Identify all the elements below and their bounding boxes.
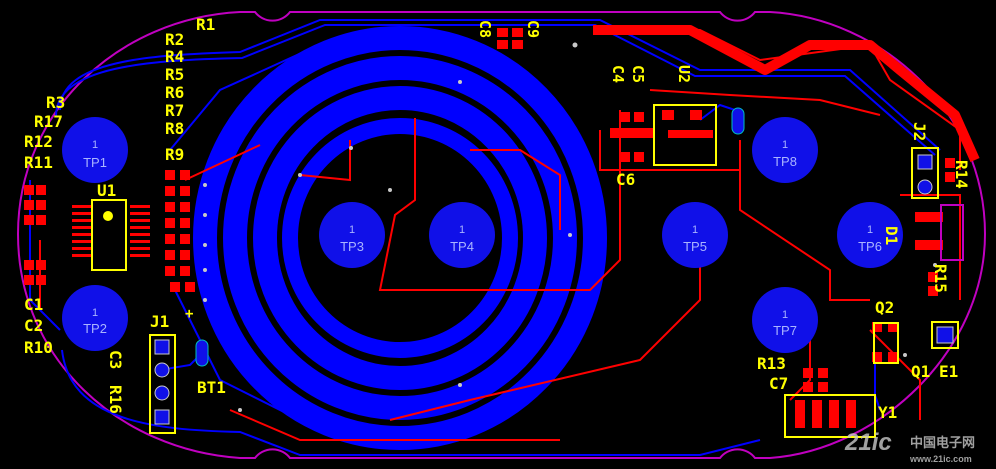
- label-r14: R14: [952, 160, 971, 189]
- label-r10: R10: [24, 338, 53, 357]
- label-r11: R11: [24, 153, 53, 172]
- label-c9: C9: [524, 20, 542, 38]
- label-r2: R2: [165, 30, 184, 49]
- label-r3: R3: [46, 93, 65, 112]
- test-point-tp7[interactable]: 1 TP7: [752, 287, 818, 353]
- svg-text:1: 1: [692, 224, 698, 236]
- svg-text:1: 1: [782, 309, 788, 321]
- coil-gaps: [219, 52, 581, 424]
- label-r7: R7: [165, 101, 184, 120]
- test-point-tp1[interactable]: 1 TP1: [62, 117, 128, 183]
- test-points: 1 TP1 1 TP2 1 TP3 1 TP4 1 TP5 1 TP6: [62, 117, 903, 353]
- svg-text:TP6: TP6: [858, 239, 882, 254]
- test-point-tp6[interactable]: 1 TP6: [837, 202, 903, 268]
- battery-and-caps: [195, 107, 745, 367]
- label-r13: R13: [757, 354, 786, 373]
- board-outline: [16, 11, 987, 459]
- label-q1: Q1: [911, 362, 930, 381]
- silkscreen-outlines: [91, 104, 959, 438]
- label-e1: E1: [939, 362, 958, 381]
- svg-text:1: 1: [349, 224, 355, 236]
- coil-center: [300, 138, 500, 338]
- power-trace: [593, 25, 980, 163]
- test-point-tp8[interactable]: 1 TP8: [752, 117, 818, 183]
- label-j2: J2: [910, 122, 929, 141]
- watermark-text: 中国电子网: [910, 435, 975, 450]
- label-c6: C6: [616, 170, 635, 189]
- svg-text:1: 1: [782, 139, 788, 151]
- label-c4: C4: [609, 65, 627, 83]
- vias: [203, 42, 937, 412]
- svg-text:1: 1: [92, 139, 98, 151]
- label-r15: R15: [931, 264, 950, 293]
- svg-text:TP1: TP1: [83, 155, 107, 170]
- smd-pads: [24, 28, 955, 428]
- test-point-tp3[interactable]: 1 TP3: [319, 202, 385, 268]
- svg-text:1: 1: [459, 224, 465, 236]
- label-c8: C8: [476, 20, 494, 38]
- d1-body-outline: [940, 204, 964, 261]
- label-plus: +: [185, 306, 193, 322]
- label-r12: R12: [24, 132, 53, 151]
- label-j1: J1: [150, 312, 169, 331]
- svg-text:TP2: TP2: [83, 321, 107, 336]
- watermark-url: www.21ic.com: [909, 454, 972, 464]
- label-r1: R1: [196, 15, 215, 34]
- label-q2: Q2: [875, 298, 894, 317]
- designator-labels: R1 R2 R4 R5 R6 R7 R8 R9 R3 R17 R12 R11 U…: [24, 15, 971, 422]
- watermark-logo: 21ic: [844, 429, 892, 456]
- label-bt1: BT1: [197, 378, 226, 397]
- through-hole-pads: [103, 154, 954, 425]
- test-point-tp5[interactable]: 1 TP5: [662, 202, 728, 268]
- label-r6: R6: [165, 83, 184, 102]
- label-r9: R9: [165, 145, 184, 164]
- label-c2: C2: [24, 316, 43, 335]
- antenna-coil: [193, 26, 607, 450]
- label-c5: C5: [629, 65, 647, 83]
- label-r8: R8: [165, 119, 184, 138]
- label-u2: U2: [675, 65, 693, 83]
- svg-text:TP8: TP8: [773, 154, 797, 169]
- label-c7: C7: [769, 374, 788, 393]
- svg-text:TP7: TP7: [773, 323, 797, 338]
- watermark: 21ic 中国电子网 www.21ic.com: [844, 429, 975, 464]
- svg-text:TP3: TP3: [340, 239, 364, 254]
- label-d1: D1: [882, 226, 901, 245]
- svg-text:TP5: TP5: [683, 239, 707, 254]
- test-point-tp4[interactable]: 1 TP4: [429, 202, 495, 268]
- svg-text:1: 1: [92, 307, 98, 319]
- label-r16: R16: [106, 385, 125, 414]
- svg-text:1: 1: [867, 224, 873, 236]
- label-y1: Y1: [878, 403, 897, 422]
- label-c1: C1: [24, 295, 43, 314]
- label-r17: R17: [34, 112, 63, 131]
- label-r4: R4: [165, 47, 184, 66]
- label-c3: C3: [106, 350, 125, 369]
- test-point-tp2[interactable]: 1 TP2: [62, 285, 128, 351]
- label-u1: U1: [97, 181, 116, 200]
- label-r5: R5: [165, 65, 184, 84]
- svg-text:TP4: TP4: [450, 239, 474, 254]
